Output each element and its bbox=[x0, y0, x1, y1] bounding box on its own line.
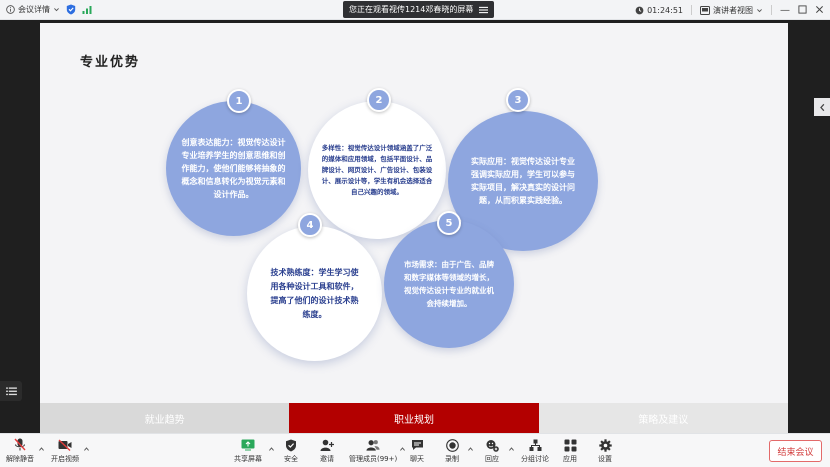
react-button[interactable]: 回应 bbox=[485, 435, 499, 467]
top-bar: 会议详情 您正在观看视传1214邓春晓的屏幕 01:24:51 演讲者视图 — bbox=[0, 0, 830, 20]
screen-share-banner-text: 您正在观看视传1214邓春晓的屏幕 bbox=[349, 5, 474, 14]
divider bbox=[691, 5, 692, 15]
maximize-button[interactable] bbox=[798, 4, 807, 16]
signal-icon[interactable] bbox=[82, 5, 92, 14]
share-screen-button[interactable]: 共享屏幕 bbox=[234, 435, 262, 467]
end-meeting-button[interactable]: 结束会议 bbox=[769, 440, 822, 462]
advantage-text-4: 技术熟练度：学生学习使用各种设计工具和软件，提高了他们的设计技术熟练度。 bbox=[270, 267, 359, 319]
members-icon bbox=[366, 438, 380, 452]
side-list-button[interactable] bbox=[0, 381, 22, 401]
advantage-circle-2: 多样性：视觉传达设计领域涵盖了广泛的媒体和应用领域，包括平面设计、品牌设计、网页… bbox=[308, 101, 446, 239]
chevron-down-icon bbox=[757, 8, 762, 12]
meeting-timer: 01:24:51 bbox=[635, 6, 683, 15]
unmute-label: 解除静音 bbox=[6, 455, 34, 463]
bottom-toolbar: 解除静音 开启视频 共享屏幕 安全 邀请 bbox=[0, 433, 830, 467]
chevron-down-icon bbox=[54, 8, 59, 12]
section-tab-strategy: 策略及建议 bbox=[538, 403, 788, 433]
record-icon bbox=[445, 438, 459, 452]
advantage-text-1: 创意表达能力：视觉传达设计专业培养学生的创意思维和创作能力，使他们能够将抽象的概… bbox=[181, 138, 286, 199]
top-left-group: 会议详情 bbox=[0, 4, 92, 15]
chevron-up-icon[interactable] bbox=[38, 446, 45, 452]
view-mode-button[interactable]: 演讲者视图 bbox=[700, 5, 763, 16]
maximize-icon bbox=[798, 4, 807, 14]
security-label: 安全 bbox=[284, 455, 298, 463]
advantage-circle-4: 技术熟练度：学生学习使用各种设计工具和软件，提高了他们的设计技术熟练度。 bbox=[247, 226, 382, 361]
top-right-group: 01:24:51 演讲者视图 — bbox=[635, 0, 824, 20]
number-badge-3: 3 bbox=[506, 88, 530, 112]
meeting-info-button[interactable]: 会议详情 bbox=[6, 4, 60, 15]
record-button[interactable]: 录制 bbox=[445, 435, 459, 467]
share-screen-icon bbox=[241, 438, 255, 452]
unmute-button[interactable]: 解除静音 bbox=[6, 435, 34, 467]
close-icon bbox=[815, 5, 824, 13]
share-screen-label: 共享屏幕 bbox=[234, 455, 262, 463]
number-badge-1: 1 bbox=[227, 89, 251, 113]
presentation-slide: 专业优势 创意表达能力：视觉传达设计专业培养学生的创意思维和创作能力，使他们能够… bbox=[40, 23, 788, 453]
advantage-circle-1: 创意表达能力：视觉传达设计专业培养学生的创意思维和创作能力，使他们能够将抽象的概… bbox=[166, 101, 301, 236]
chevron-left-icon bbox=[819, 103, 824, 111]
chevron-up-icon[interactable] bbox=[83, 446, 90, 452]
chat-icon bbox=[410, 438, 424, 452]
start-video-button[interactable]: 开启视频 bbox=[51, 435, 79, 467]
chevron-up-icon[interactable] bbox=[268, 446, 275, 452]
clock-icon bbox=[635, 6, 644, 14]
panel-toggle-button[interactable] bbox=[814, 98, 830, 116]
number-badge-4: 4 bbox=[298, 213, 322, 237]
slide-title: 专业优势 bbox=[80, 55, 141, 70]
section-tab-career: 职业规划 bbox=[289, 403, 539, 433]
shared-screen-area: 专业优势 创意表达能力：视觉传达设计专业培养学生的创意思维和创作能力，使他们能够… bbox=[0, 20, 830, 453]
slide-section-tabs: 就业趋势 职业规划 策略及建议 bbox=[40, 403, 788, 433]
invite-label: 邀请 bbox=[320, 455, 334, 463]
manage-members-label: 管理成员(99+) bbox=[349, 455, 398, 463]
chevron-up-icon[interactable] bbox=[399, 446, 406, 452]
breakout-rooms-button[interactable]: 分组讨论 bbox=[521, 435, 549, 467]
view-mode-label: 演讲者视图 bbox=[713, 5, 753, 15]
hand-icon bbox=[485, 438, 499, 452]
start-video-label: 开启视频 bbox=[51, 455, 79, 463]
speaker-view-icon bbox=[700, 5, 710, 15]
close-button[interactable] bbox=[815, 5, 824, 16]
number-badge-2: 2 bbox=[367, 88, 391, 112]
timer-text: 01:24:51 bbox=[647, 5, 683, 15]
menu-icon[interactable] bbox=[479, 6, 489, 14]
apps-grid-icon bbox=[563, 438, 577, 452]
invite-button[interactable]: 邀请 bbox=[320, 435, 334, 467]
list-icon bbox=[5, 386, 17, 395]
advantage-text-5: 市场需求：由于广告、品牌和数字媒体等领域的增长，视觉传达设计专业的就业机会持续增… bbox=[404, 260, 494, 308]
settings-button[interactable]: 设置 bbox=[598, 435, 612, 467]
react-label: 回应 bbox=[485, 455, 499, 463]
screen-share-banner[interactable]: 您正在观看视传1214邓春晓的屏幕 bbox=[343, 1, 495, 18]
security-button[interactable]: 安全 bbox=[284, 435, 298, 467]
add-person-icon bbox=[320, 438, 334, 452]
apps-button[interactable]: 应用 bbox=[563, 435, 577, 467]
gear-icon bbox=[598, 438, 612, 452]
apps-label: 应用 bbox=[563, 455, 577, 463]
chat-button[interactable]: 聊天 bbox=[410, 435, 424, 467]
chevron-up-icon[interactable] bbox=[467, 446, 474, 452]
record-label: 录制 bbox=[445, 455, 459, 463]
breakout-icon bbox=[528, 438, 542, 452]
advantage-circle-5: 市场需求：由于广告、品牌和数字媒体等领域的增长，视觉传达设计专业的就业机会持续增… bbox=[384, 220, 514, 348]
section-tab-employment: 就业趋势 bbox=[40, 403, 290, 433]
divider bbox=[771, 5, 772, 15]
advantage-text-3: 实际应用：视觉传达设计专业强调实际应用，学生可以参与实际项目，解决真实的设计问题… bbox=[471, 157, 575, 205]
muted-mic-icon bbox=[13, 438, 27, 452]
number-badge-5: 5 bbox=[437, 211, 461, 235]
chevron-up-icon[interactable] bbox=[508, 446, 515, 452]
breakout-rooms-label: 分组讨论 bbox=[521, 455, 549, 463]
info-icon bbox=[6, 5, 15, 14]
settings-label: 设置 bbox=[598, 455, 612, 463]
shield-icon bbox=[284, 438, 298, 452]
chat-label: 聊天 bbox=[410, 455, 424, 463]
advantage-text-2: 多样性：视觉传达设计领域涵盖了广泛的媒体和应用领域，包括平面设计、品牌设计、网页… bbox=[321, 143, 433, 196]
camera-off-icon bbox=[58, 438, 72, 452]
shield-icon[interactable] bbox=[66, 4, 76, 15]
minimize-button[interactable]: — bbox=[780, 4, 790, 16]
manage-members-button[interactable]: 管理成员(99+) bbox=[349, 435, 397, 467]
meeting-info-label: 会议详情 bbox=[18, 5, 50, 14]
